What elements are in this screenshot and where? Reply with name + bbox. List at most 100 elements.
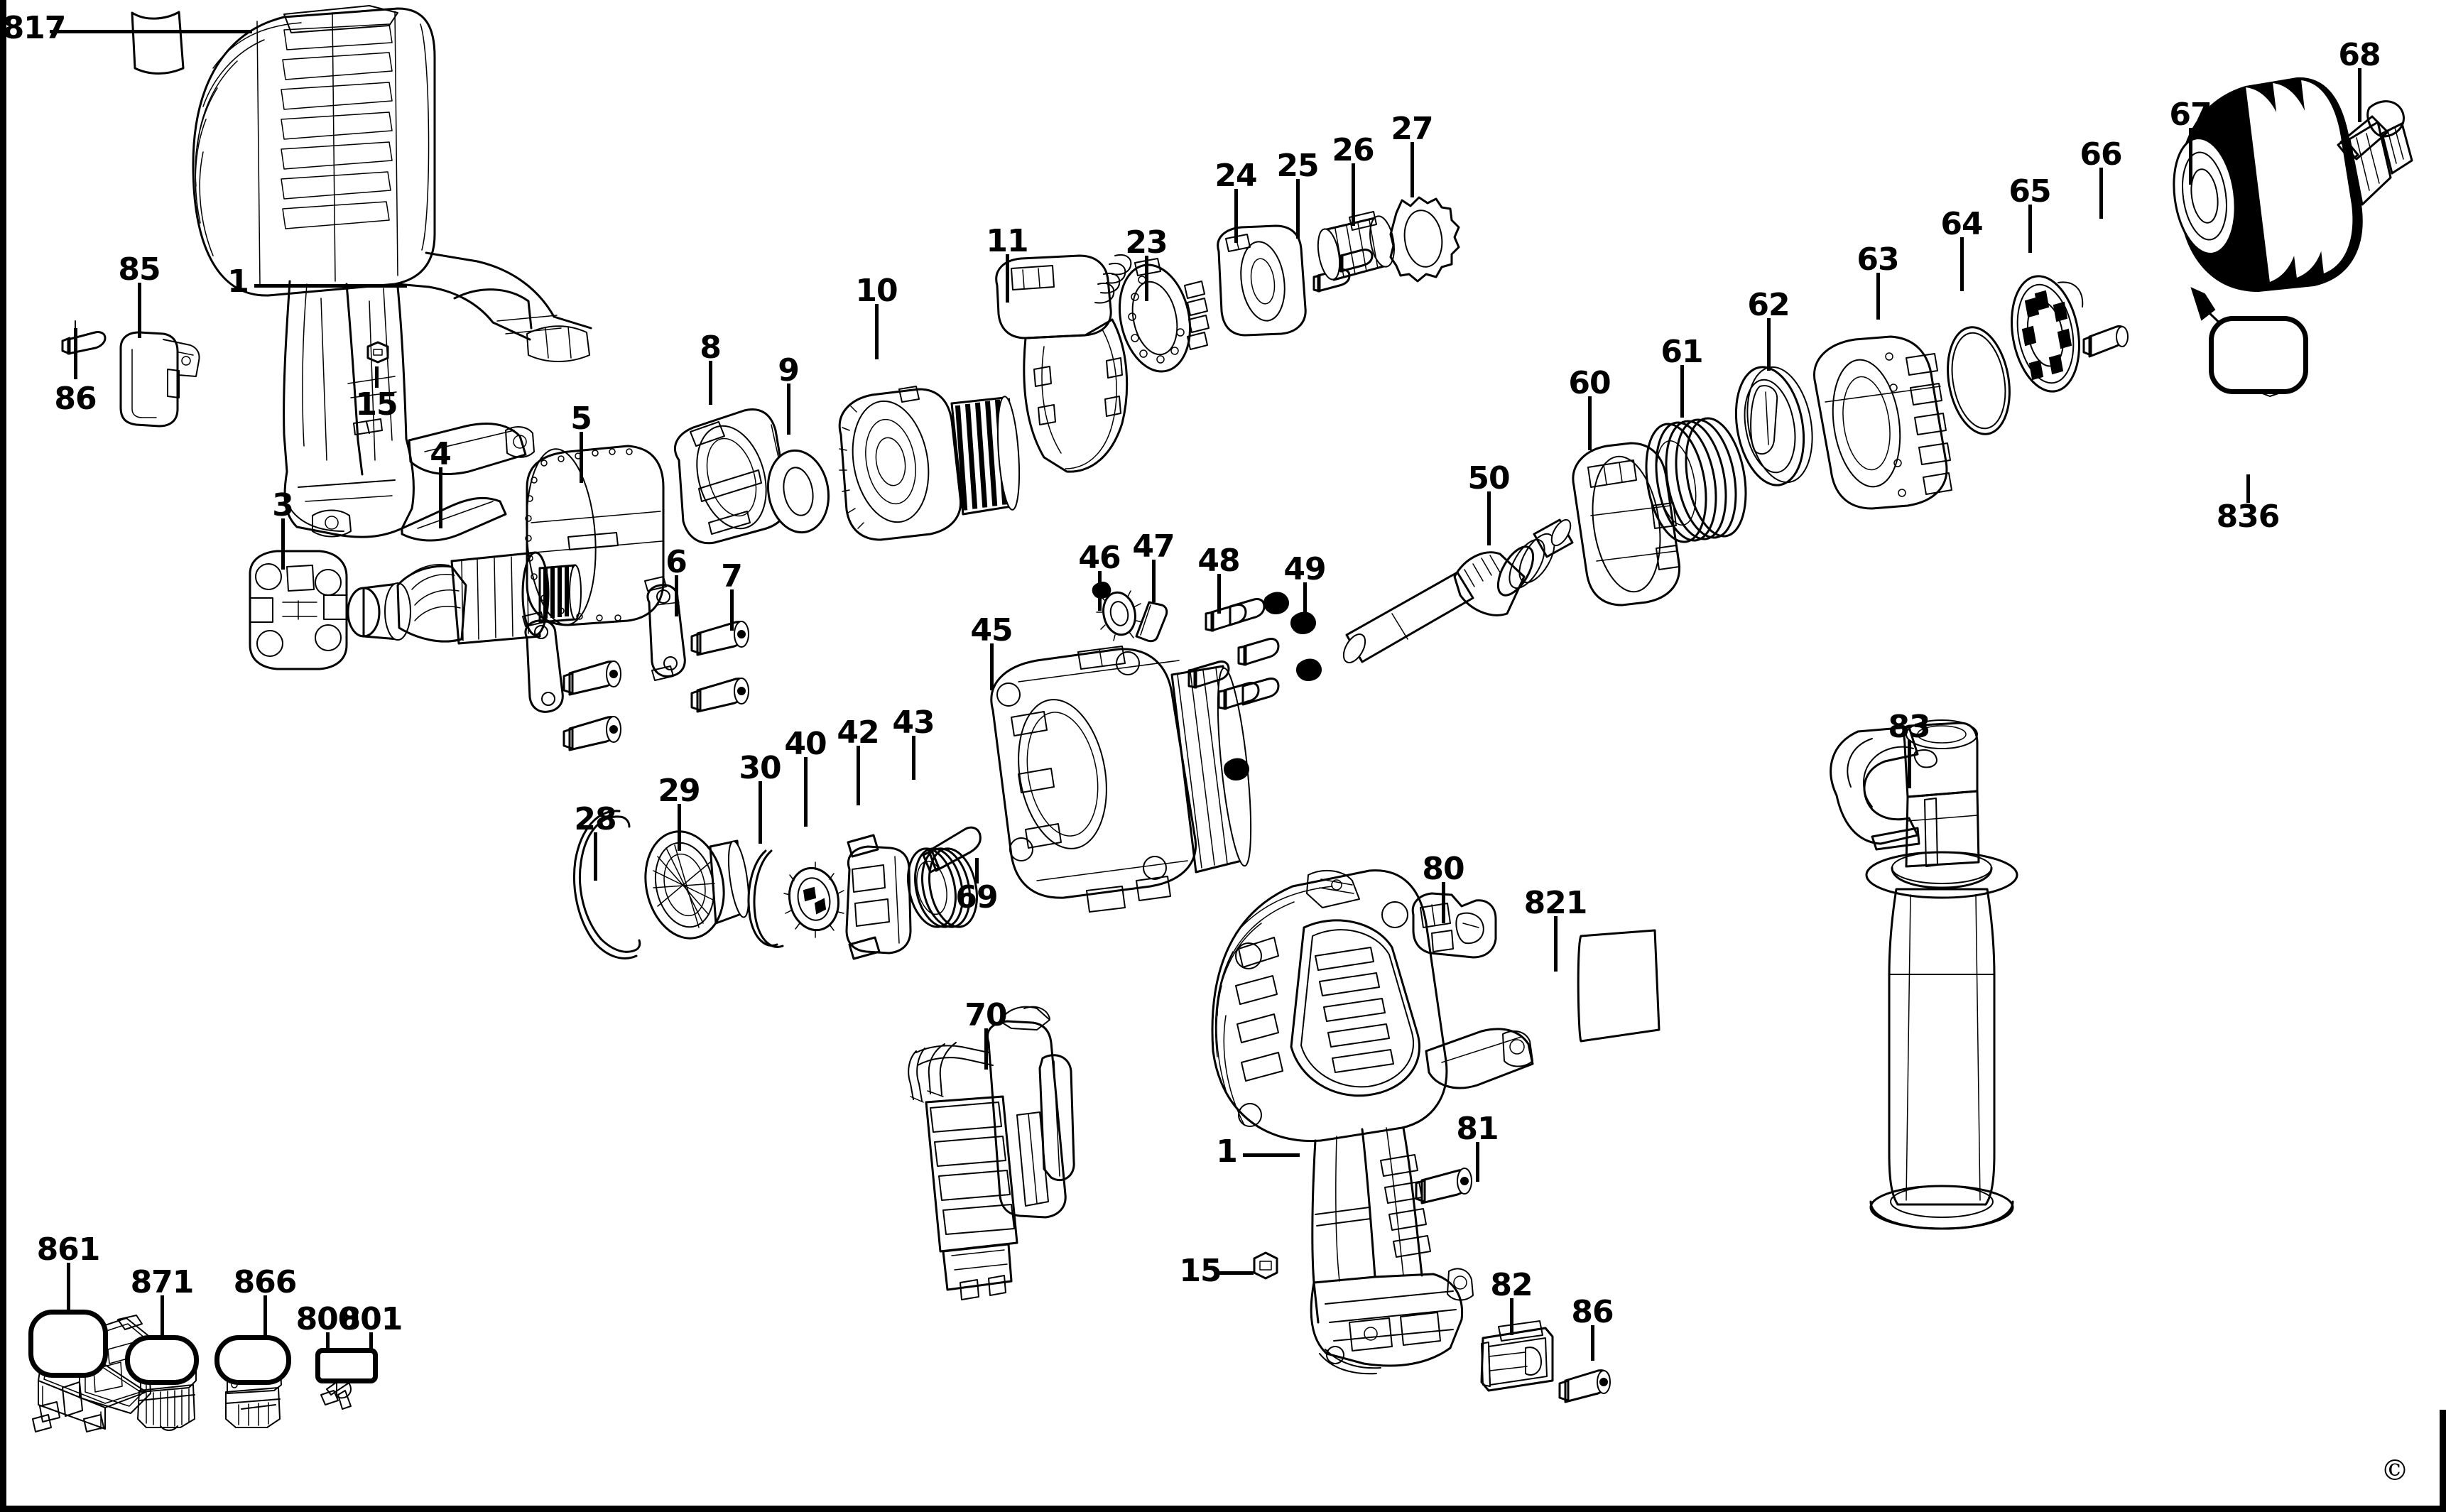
part-callout-bit-holder: 82 — [1490, 1267, 1533, 1303]
part-28-retaining-ring — [572, 810, 641, 959]
part-42-hammer-mode-lever — [845, 834, 912, 960]
part-callout-kit-box: 861 — [36, 1231, 101, 1268]
leader-line-ratchet-disc — [804, 757, 808, 827]
part-callout-end-cap: 8 — [700, 330, 722, 366]
leader-line-armature — [439, 467, 442, 528]
leader-line-ball-bearing — [2028, 205, 2032, 253]
part-callout-depth-rod-clamp: 801 — [339, 1301, 403, 1337]
part-4-armature — [347, 551, 582, 645]
part-callout-chuck-retainer-screw: 68 — [2338, 37, 2381, 73]
leader-line-retaining-ring — [594, 832, 597, 881]
part-callout-washer: 9 — [778, 352, 800, 388]
part-7-screw-link — [562, 621, 749, 751]
part-62-clutch-ring — [1734, 366, 1813, 486]
part-64-o-ring — [1947, 326, 2011, 435]
part-30-wave-washer — [747, 849, 784, 948]
part-6-link-arm — [522, 576, 686, 713]
part-callout-switch-trigger: 70 — [964, 997, 1007, 1033]
leader-line-switch-trigger — [984, 1028, 988, 1070]
leader-line-clip-screw — [1476, 1142, 1479, 1182]
part-callout-ball: 49 — [1283, 551, 1326, 587]
leader-line-clutch-collar — [1006, 254, 1009, 303]
part-callout-belt-clip-bracket: 80 — [1422, 851, 1464, 887]
part-50-spindle — [1342, 518, 1574, 663]
part-29-bearing-ring — [644, 830, 750, 940]
part-callout-roll-pin: 47 — [1132, 528, 1175, 565]
part-60-collar — [1572, 442, 1681, 607]
part-callout-pin: 25 — [1276, 148, 1319, 184]
leader-line-mode-collar — [1876, 273, 1880, 320]
leader-line-hammer-mode-lever — [857, 746, 860, 805]
part-callout-spindle: 50 — [1467, 460, 1510, 496]
part-65-ball-bearing — [2011, 275, 2084, 393]
sheet-right-border — [2440, 1410, 2446, 1512]
part-callout-brush-holder: 3 — [272, 487, 294, 523]
accessory-box-battery-stem — [214, 1335, 291, 1385]
leader-line-label-plate — [50, 30, 252, 33]
part-82-bit-holder — [1480, 1320, 1554, 1392]
part-callout-hammer-mode-lever: 42 — [837, 714, 879, 751]
leader-line-field-can — [580, 432, 583, 483]
part-86-screw-front — [61, 331, 107, 355]
leader-line-chuck-retainer-screw — [2358, 68, 2361, 122]
leader-line-ring-gear — [1145, 256, 1148, 301]
leader-line-pinion — [1098, 571, 1102, 611]
part-3-brush-holder — [249, 550, 348, 670]
part-40-ratchet-disc — [783, 861, 844, 938]
part-callout-gearbox-assembly: 10 — [855, 273, 898, 309]
leader-line-belt-hook — [138, 283, 141, 338]
part-callout-clutch-collar: 11 — [986, 223, 1028, 259]
part-callout-ratchet-disc: 40 — [784, 726, 827, 762]
part-47-roll-pin — [1135, 601, 1168, 643]
part-callout-gear-housing: 45 — [970, 612, 1013, 648]
part-66-chuck-screw — [2082, 325, 2129, 358]
leader-line-gear-housing — [990, 643, 994, 690]
part-69-roll-pin-long — [922, 826, 982, 874]
copyright-mark: © — [2381, 1454, 2409, 1487]
leader-line-pin-set — [1217, 574, 1221, 614]
leader-line-bit-holder — [1510, 1298, 1513, 1335]
leader-line-clutch-plate — [1410, 142, 1414, 197]
part-callout-mode-collar: 63 — [1857, 241, 1899, 278]
part-callout-o-ring: 64 — [1940, 206, 1983, 242]
part-68-chuck-retainer-screw — [2337, 100, 2405, 162]
leader-line-spindle — [1487, 491, 1491, 545]
leader-line-clutch-nut — [1352, 163, 1355, 226]
leader-line-belt-clip-bracket — [1442, 882, 1445, 923]
part-callout-retaining-ring: 28 — [574, 801, 616, 837]
part-24-gear-case — [1217, 224, 1307, 337]
part-callout-clutch-plate: 27 — [1391, 111, 1433, 147]
part-callout-warning-label: 821 — [1523, 885, 1588, 921]
leader-line-roll-pin — [1152, 560, 1156, 602]
part-callout-wave-washer: 30 — [739, 750, 781, 786]
leader-line-kit-box — [67, 1263, 70, 1310]
leader-line-screw-rear — [1591, 1325, 1594, 1361]
part-15-nut-front — [366, 341, 389, 364]
part-5-field-can — [525, 445, 665, 626]
part-67-keyless-chuck — [2173, 77, 2413, 293]
part-callout-wave-spring: 61 — [1660, 334, 1703, 370]
part-80-belt-clip-bracket — [1411, 892, 1497, 959]
leader-line-screw-link — [730, 589, 734, 631]
accessory-box-chuck-jaw-kit — [2209, 316, 2308, 394]
part-callout-depth-rod: 800 — [295, 1301, 360, 1337]
leader-line-nut — [375, 366, 379, 388]
leader-line-spring — [912, 736, 915, 780]
part-callout-nut: 15 — [355, 386, 398, 423]
part-10-gearbox-assembly — [838, 386, 1021, 541]
part-callout-armature: 4 — [430, 436, 452, 472]
part-callout-side-handle: 83 — [1888, 709, 1930, 745]
part-callout-belt-hook: 85 — [118, 251, 161, 288]
leader-line-washer — [787, 384, 790, 435]
leader-line-wave-washer — [759, 781, 762, 844]
leader-line-o-ring — [1960, 237, 1964, 291]
part-63-mode-collar — [1813, 335, 1952, 510]
sheet-bottom-border — [0, 1506, 2446, 1512]
part-callout-battery-pack-slide: 871 — [130, 1264, 195, 1300]
part-81-clip-screw — [1415, 1168, 1472, 1204]
part-86-screw-rear — [1558, 1369, 1611, 1403]
leader-line-bearing-ring — [678, 804, 681, 851]
leader-line-brush-holder — [281, 518, 285, 570]
